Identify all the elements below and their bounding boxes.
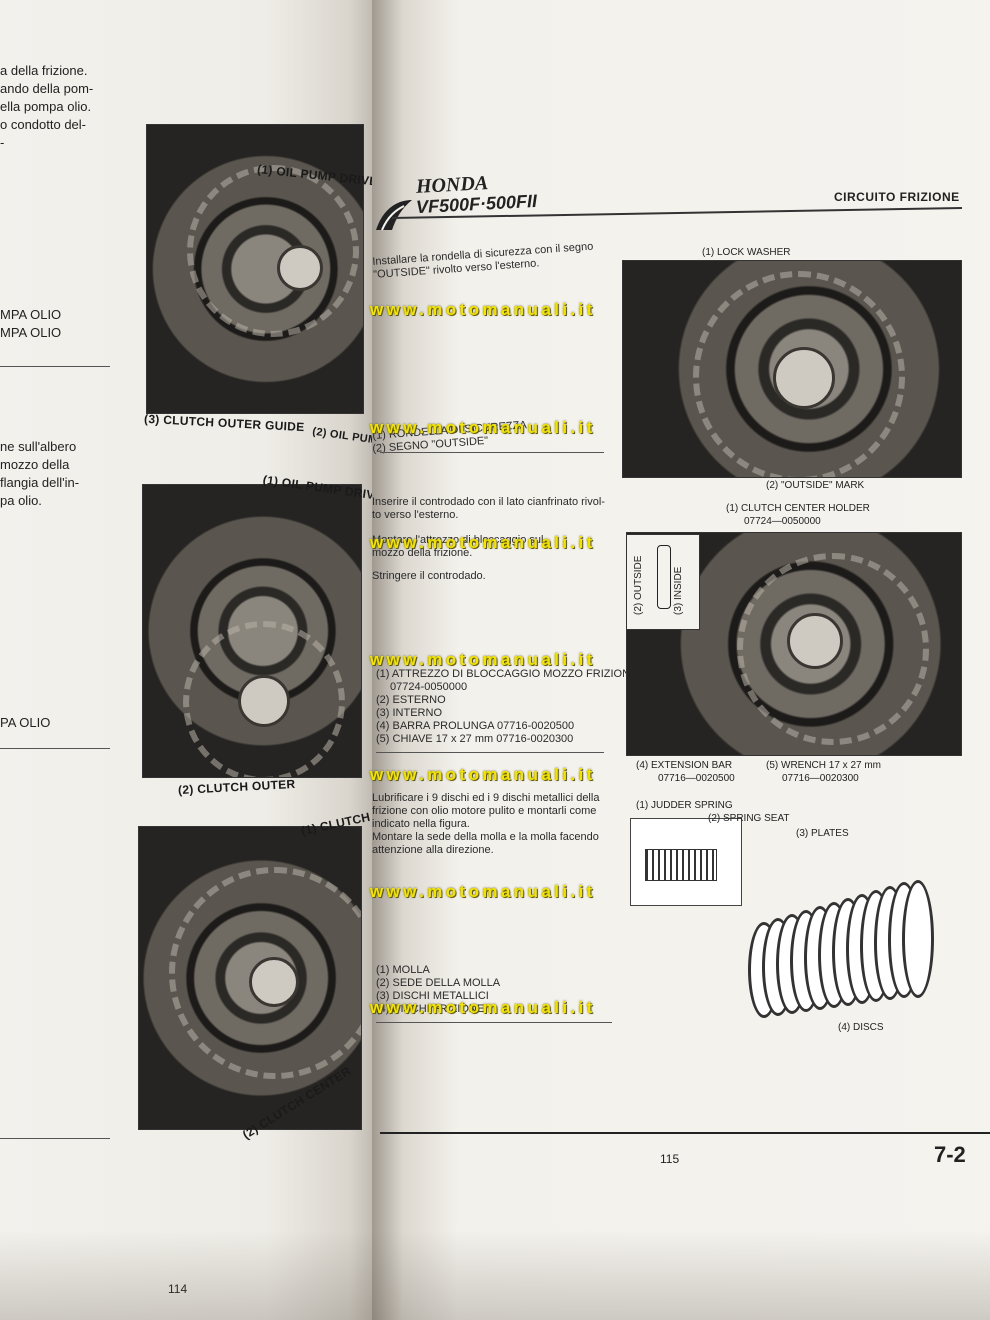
inset-spring-detail — [630, 818, 742, 906]
step3-legend-2: (2) SEDE DELLA MOLLA — [376, 977, 501, 989]
right-page: HONDA VF500F·500FII CIRCUITO FRIZIONE In… — [372, 0, 990, 1320]
watermark: www.motomanuali.it — [370, 650, 596, 669]
step3-line-3: indicato nella figura. — [372, 818, 470, 830]
step1-text: Installare la rondella di sicurezza con … — [372, 240, 594, 281]
text-fragment: pa olio. — [0, 493, 42, 508]
step3-line-2: frizione con olio motore pulito e montar… — [372, 805, 597, 817]
step2-line-4: mozzo della frizione. — [372, 547, 473, 559]
photo-lock-washer — [622, 260, 962, 478]
text-fragment: flangia dell'in- — [0, 475, 80, 490]
text-fragment: ella pompa olio. — [0, 99, 92, 114]
label-extension-bar: (4) EXTENSION BAR — [636, 760, 733, 771]
label-clutch-center-holder-code: 07724—0050000 — [744, 516, 821, 527]
text-fragment: o condotto del- — [0, 117, 87, 132]
divider — [376, 752, 604, 753]
engine-photo-oil-pump — [146, 124, 364, 414]
step3-line-4: Montare la sede della molla e la molla f… — [372, 831, 599, 843]
divider — [0, 748, 110, 749]
engine-photo-clutch-outer — [142, 484, 362, 778]
page-number-right: 115 — [660, 1152, 680, 1166]
divider — [0, 1138, 110, 1139]
label-spring-seat: (2) SPRING SEAT — [708, 813, 790, 824]
label-lock-washer: (1) LOCK WASHER — [702, 247, 791, 258]
label-outside: (2) OUTSIDE — [633, 555, 644, 615]
step3-line-1: Lubrificare i 9 dischi ed i 9 dischi met… — [372, 792, 600, 804]
footer-rule — [380, 1132, 990, 1134]
text-fragment: ne sull'albero — [0, 439, 77, 454]
step2-line-3: Montare l'attrezzo di bloccaggio sul — [372, 534, 544, 546]
step2-legend-1: (1) ATTREZZO DI BLOCCAGGIO MOZZO FRIZION… — [376, 668, 638, 680]
label-clutch-center-holder: (1) CLUTCH CENTER HOLDER — [726, 503, 870, 514]
text-fragment: a della frizione. — [0, 63, 88, 78]
label-discs: (4) DISCS — [838, 1022, 884, 1033]
label-clutch-outer-guide: (3) CLUTCH OUTER GUIDE — [143, 411, 305, 435]
engine-photo-clutch-center — [138, 826, 362, 1130]
step2-line-2: to verso l'esterno. — [372, 509, 459, 521]
step3-legend-4: (4) DISCHI FRIZIONE — [376, 1003, 485, 1015]
watermark: www.motomanuali.it — [370, 533, 596, 552]
label-wrench: (5) WRENCH 17 x 27 mm — [766, 760, 882, 771]
watermark: www.motomanuali.it — [370, 882, 596, 901]
label-wrench-code: 07716—0020300 — [782, 773, 859, 784]
text-fragment: ando della pom- — [0, 81, 94, 96]
divider — [380, 452, 604, 453]
label-outside-mark: (2) "OUTSIDE" MARK — [766, 480, 865, 491]
left-page: a della frizione. ando della pom- ella p… — [0, 0, 456, 1320]
step2-legend-3: (3) INTERNO — [376, 707, 442, 719]
step2-line-5: Stringere il controdado. — [372, 570, 486, 582]
step2-legend-5: (5) CHIAVE 17 x 27 mm 07716-0020300 — [376, 733, 574, 745]
text-fragment: MPA OLIO — [0, 325, 62, 340]
honda-wing-logo — [376, 200, 412, 231]
watermark: www.motomanuali.it — [370, 765, 596, 784]
section-number: 7-2 — [934, 1142, 966, 1167]
step3-line-5: attenzione alla direzione. — [372, 844, 494, 856]
text-fragment: - — [0, 135, 5, 150]
watermark: www.motomanuali.it — [370, 300, 596, 319]
text-fragment: PA OLIO — [0, 715, 51, 730]
section-title: CIRCUITO FRIZIONE — [834, 190, 960, 204]
label-inside: (3) INSIDE — [673, 566, 684, 615]
step2-legend-4: (4) BARRA PROLUNGA 07716-0020500 — [376, 720, 575, 732]
step2-line-1: Inserire il controdado con il lato cianf… — [372, 496, 605, 508]
text-fragment: MPA OLIO — [0, 307, 62, 322]
label-extension-bar-code: 07716—0020500 — [658, 773, 735, 784]
divider — [0, 366, 110, 367]
clutch-disc-stack — [748, 880, 968, 1020]
watermark: www.motomanuali.it — [370, 418, 596, 437]
label-plates: (3) PLATES — [796, 828, 849, 839]
step2-legend-code: 07724-0050000 — [390, 681, 468, 693]
divider — [376, 1022, 612, 1023]
step2-legend-2: (2) ESTERNO — [376, 694, 446, 706]
label-clutch-outer: (2) CLUTCH OUTER — [177, 776, 296, 798]
text-fragment: mozzo della — [0, 457, 70, 472]
watermark: www.motomanuali.it — [370, 998, 596, 1017]
inset-outside-inside: (2) OUTSIDE (3) INSIDE — [626, 534, 700, 630]
label-judder-spring: (1) JUDDER SPRING — [636, 800, 733, 811]
page-shadow — [0, 1230, 990, 1320]
step3-legend-3: (3) DISCHI METALLICI — [376, 990, 489, 1002]
page-number-left: 114 — [168, 1282, 187, 1296]
step3-legend-1: (1) MOLLA — [376, 964, 430, 976]
